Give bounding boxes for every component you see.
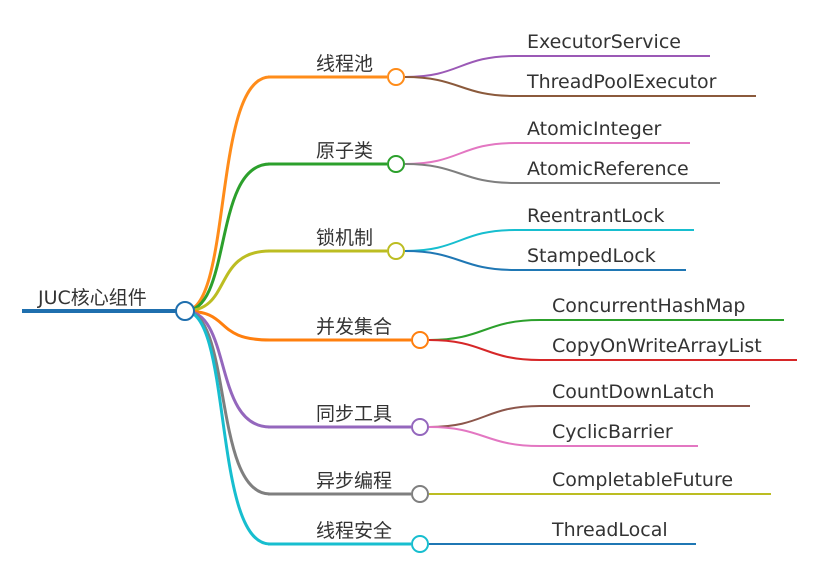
branch-label: 并发集合 (316, 316, 392, 338)
branch-label: 锁机制 (316, 227, 373, 249)
leaf-label: ExecutorService (527, 31, 681, 53)
leaf-label: CyclicBarrier (552, 421, 673, 443)
leaf-link (428, 405, 541, 428)
branch-node-circle (411, 535, 429, 553)
branch-link (184, 162, 271, 313)
branch-link (184, 309, 271, 546)
leaf-label: ConcurrentHashMap (552, 295, 745, 317)
leaf-link (428, 426, 541, 447)
branch-node-circle (387, 242, 405, 260)
nodes-layer: JUC核心组件 线程池 ExecutorServiceThreadPoolExecu… (37, 31, 762, 553)
root-label: JUC核心组件 (37, 287, 147, 309)
branch-node-circle (387, 68, 405, 86)
branch-label: 原子类 (316, 140, 373, 162)
branch-link (184, 309, 271, 429)
branch-node-circle (411, 331, 429, 349)
leaf-label: AtomicInteger (527, 118, 662, 140)
branch-label: 异步编程 (316, 470, 392, 492)
branch-node-circle (411, 485, 429, 503)
leaf-label: CountDownLatch (552, 381, 714, 403)
leaf-link (428, 339, 541, 361)
leaf-link (404, 250, 516, 271)
branch-node-circle (387, 155, 405, 173)
branch-link (184, 75, 271, 313)
leaf-label: CompletableFuture (552, 469, 733, 491)
leaf-link (404, 142, 516, 165)
leaf-link (404, 229, 516, 252)
branch-link (184, 249, 271, 313)
leaf-link (404, 55, 516, 78)
branch-label: 同步工具 (316, 403, 392, 425)
leaf-label: CopyOnWriteArrayList (552, 335, 762, 357)
branch-link (184, 309, 271, 342)
leaf-link (428, 319, 541, 341)
leaf-link (404, 76, 516, 97)
leaf-label: ReentrantLock (527, 205, 665, 227)
leaf-label: ThreadLocal (551, 519, 668, 541)
root-node-circle (175, 301, 195, 321)
branch-label: 线程安全 (316, 520, 392, 542)
leaf-label: AtomicReference (527, 158, 689, 180)
branch-node-circle (411, 418, 429, 436)
branch-label: 线程池 (316, 53, 373, 75)
leaf-link (404, 163, 516, 184)
links-layer (22, 55, 797, 546)
leaf-label: ThreadPoolExecutor (526, 71, 717, 93)
leaf-label: StampedLock (527, 245, 656, 267)
